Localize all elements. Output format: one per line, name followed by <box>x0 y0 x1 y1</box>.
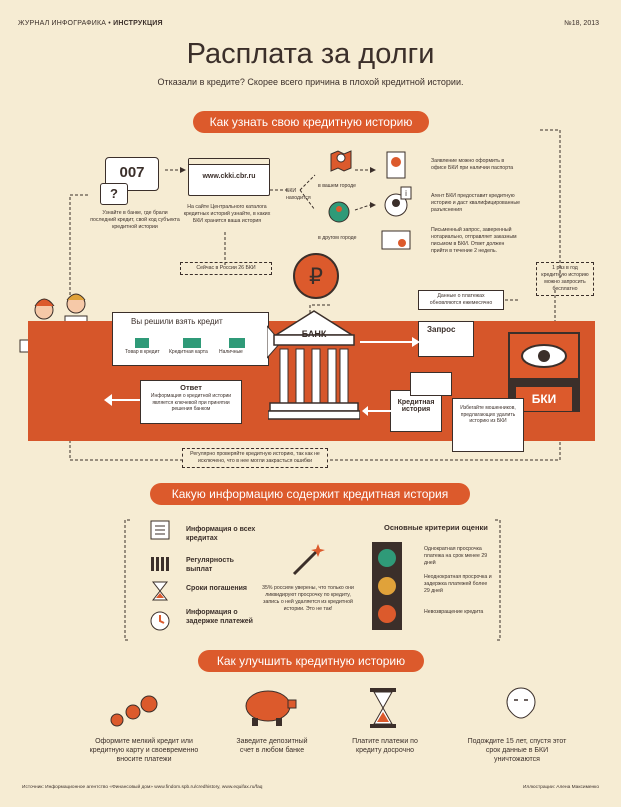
question-mark-icon: ? <box>110 186 118 201</box>
hourglass-icon <box>151 581 169 601</box>
passport-icon <box>386 151 406 179</box>
section2-heading: Какую информацию содержит кредитная исто… <box>150 483 470 505</box>
goods-label: Товар в кредит <box>125 349 160 355</box>
credit-choice-card: Вы решили взять кредит Товар в кредит Кр… <box>112 312 269 366</box>
page-subtitle: Отказали в кредите? Скорее всего причина… <box>157 77 464 87</box>
browser-bar <box>189 159 269 165</box>
journal-header: ЖУРНАЛ ИНФОГРАФИКА • ИНСТРУКЦИЯ <box>18 20 163 27</box>
section-name: ИНСТРУКЦИЯ <box>113 20 163 27</box>
globe-pin-icon <box>328 201 350 223</box>
bank-label: БАНК <box>301 329 327 339</box>
answer-title: Ответ <box>180 383 202 392</box>
answer-text: Информация о кредитной истории является … <box>150 393 232 412</box>
criteria-title: Основные критерии оценки <box>384 523 488 532</box>
piggy-bank-icon <box>245 690 297 726</box>
in-city: в вашем городе <box>318 183 357 189</box>
answer-card: Ответ Информация о кредитной истории явл… <box>140 380 242 424</box>
bki-located: БКИ находится <box>286 188 311 202</box>
site-url: www.ckki.cbr.ru <box>202 173 256 180</box>
scam-note: Избегайте мошенников, предлагающих удали… <box>460 405 516 424</box>
doc-stack-back <box>410 372 452 396</box>
illustration-credit: Иллюстрации: Алена Максименко <box>522 785 599 790</box>
info-item-delays: Информация о задержке платежей <box>186 609 253 625</box>
info-item-regularity: Регулярность выплат <box>186 557 234 573</box>
journal-name: ЖУРНАЛ ИНФОГРАФИКА <box>18 20 107 27</box>
option-letter: Письменный запрос, заверенный нотариальн… <box>431 227 517 255</box>
tip-deposit: Заведите депозитный счет в любом банке <box>236 738 308 754</box>
question-bubble: ? <box>100 183 128 205</box>
section3-heading: Как улучшить кредитную историю <box>198 650 424 672</box>
credit-choice-title: Вы решили взять кредит <box>131 317 223 326</box>
option-office: Заявление можно оформить в офисе БКИ при… <box>431 158 514 172</box>
traffic-light-icon <box>372 542 402 630</box>
request-arrow <box>360 337 420 347</box>
envelope-icon <box>381 230 411 250</box>
eye-icon <box>510 334 578 378</box>
bank-building <box>268 310 360 420</box>
check-note: Регулярно проверяйте кредитную историю, … <box>182 448 328 469</box>
bki-label: БКИ <box>516 387 572 411</box>
card-label: Кредитная карта <box>169 349 208 355</box>
site-text: На сайте Центрального каталога кредитных… <box>183 204 271 225</box>
credit-history-doc: Кредитная история <box>390 390 442 432</box>
scam-note-card: Избегайте мошенников, предлагающих удали… <box>452 398 524 452</box>
cash-label: Наличные <box>219 349 243 355</box>
header-separator: • <box>108 20 111 27</box>
info-icon: i <box>400 186 412 200</box>
coins-icon <box>110 695 158 727</box>
credit-history-label: Кредитная история <box>397 399 435 413</box>
browser-window: www.ckki.cbr.ru <box>188 158 270 196</box>
updates-note: Данные о платежах обновляются ежемесячно <box>418 290 504 311</box>
old-man-icon <box>506 687 536 719</box>
history-arrow <box>362 406 392 416</box>
tip-small-credit: Оформите мелкий кредит или кредитную кар… <box>89 738 199 763</box>
free-note: 1 раз в год кредитную историю можно запр… <box>536 262 594 297</box>
request-card: Запрос <box>418 321 474 357</box>
info-item-terms: Сроки погашения <box>186 585 248 592</box>
other-city: в другом городе <box>318 235 357 241</box>
checklist-icon <box>150 520 170 540</box>
page-title: Расплата за долги <box>186 38 435 70</box>
sources: Источник: Информационное агентство «Фина… <box>22 785 263 790</box>
criterion-1: Однократная просрочка платежа на срок ме… <box>424 546 488 567</box>
tip-early-payment: Платите платежи по кредиту досрочно <box>352 738 418 754</box>
ruble-coin-icon: ₽ <box>293 253 339 299</box>
bki-count: Сейчас в России 26 БКИ <box>180 262 272 276</box>
criterion-3: Невозвращение кредита <box>424 609 484 615</box>
code-number: 007 <box>119 164 145 181</box>
purchase-options-icons <box>135 338 245 348</box>
clock-icon <box>150 611 170 631</box>
magic-wand-icon <box>292 544 325 576</box>
svg-text:₽: ₽ <box>309 265 323 290</box>
bki-building: БКИ <box>508 332 580 412</box>
svg-text:i: i <box>405 189 407 198</box>
option-agent: Агент БКИ предоставит кредитную историю … <box>431 193 520 214</box>
bars-icon <box>151 557 169 571</box>
request-label: Запрос <box>427 325 456 334</box>
code-text: Узнайте в банке, где брали последний кре… <box>90 210 180 231</box>
section1-heading: Как узнать свою кредитную историю <box>193 111 429 133</box>
hourglass-large-icon <box>370 688 396 728</box>
answer-arrow <box>104 394 140 406</box>
wand-text: 35% россиян уверены, что только они ликв… <box>262 585 354 613</box>
criterion-2: Неоднократная просрочка и задержка плате… <box>424 574 492 595</box>
tip-wait: Подождите 15 лет, спустя этот срок данны… <box>467 738 567 763</box>
map-pin-icon <box>330 150 352 172</box>
info-item-all-credits: Информация о всех кредитах <box>186 526 256 542</box>
issue-number: №18, 2013 <box>564 20 599 27</box>
